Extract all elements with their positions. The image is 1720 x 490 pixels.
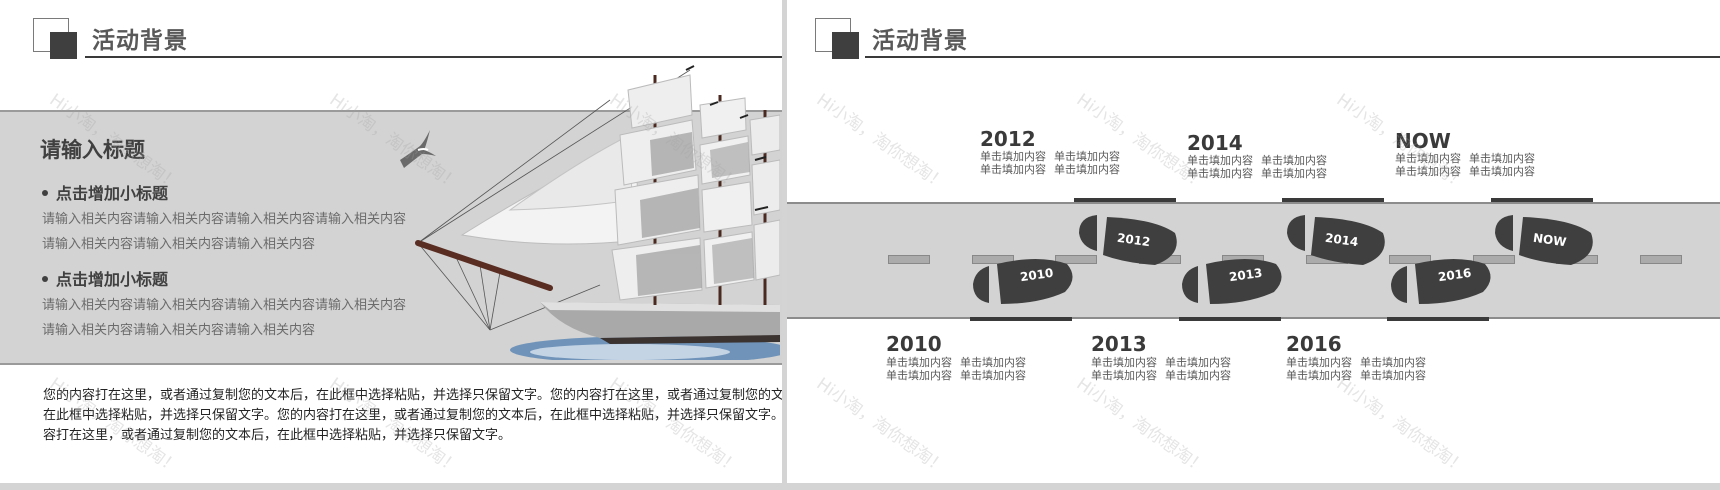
timeline-tick <box>1387 317 1489 321</box>
header-square-fill-icon <box>832 32 859 59</box>
timeline-tick <box>970 317 1072 321</box>
timeline-year: 2014 <box>1187 131 1243 155</box>
body-line: 请输入相关内容请输入相关内容请输入相关内容 <box>42 237 316 252</box>
footprint-icon <box>973 259 1073 304</box>
subtitle-1: 点击增加小标题 <box>42 180 168 204</box>
timeline-desc: 单击填加内容单击填加内容单击填加内容单击填加内容 <box>1286 356 1426 382</box>
body-line: 请输入相关内容请输入相关内容请输入相关内容 <box>42 323 316 338</box>
sailing-ship-image <box>400 65 780 360</box>
timeline-tick <box>1179 317 1281 321</box>
footprint-icon <box>1391 259 1491 304</box>
watermark: Hi小淘，淘你想淘！ <box>812 90 950 195</box>
bullet-icon <box>42 275 48 282</box>
timeline-desc: 单击填加内容单击填加内容单击填加内容单击填加内容 <box>1091 356 1231 382</box>
watermark: Hi小淘，淘你想淘！ <box>812 374 950 479</box>
footprint-icon <box>1079 215 1177 265</box>
timeline-year: NOW <box>1395 129 1451 153</box>
page-title: 活动背景 <box>872 28 968 54</box>
timeline-tick <box>1491 198 1593 202</box>
slide-timeline: 活动背景 2012 单击填加内容单击填加内容单击填加内容单击填加内容 2014 … <box>787 0 1720 483</box>
road-dash <box>1389 255 1431 264</box>
timeline-desc: 单击填加内容单击填加内容单击填加内容单击填加内容 <box>1187 154 1327 180</box>
subtitle-2: 点击增加小标题 <box>42 266 168 290</box>
timeline-desc: 单击填加内容单击填加内容单击填加内容单击填加内容 <box>1395 152 1535 178</box>
timeline-year: 2013 <box>1091 332 1147 356</box>
road-dash <box>1640 255 1682 264</box>
timeline-tick <box>1282 198 1384 202</box>
body-line: 请输入相关内容请输入相关内容请输入相关内容请输入相关内容 <box>42 298 407 313</box>
footprint-icon <box>1182 259 1282 304</box>
footprint-icon <box>1495 215 1593 265</box>
body-line: 请输入相关内容请输入相关内容请输入相关内容请输入相关内容 <box>42 212 407 227</box>
road-dash <box>972 255 1014 264</box>
timeline-year: 2016 <box>1286 332 1342 356</box>
road-dash <box>1473 255 1515 264</box>
slide-activity-background: 活动背景 请输入标题 点击增加小标题 请输入相关内容请输入相关内容请输入相关内容… <box>0 0 782 483</box>
timeline-desc: 单击填加内容单击填加内容单击填加内容单击填加内容 <box>886 356 1026 382</box>
timeline-year: 2012 <box>980 127 1036 151</box>
band-title: 请输入标题 <box>40 138 145 162</box>
bullet-icon <box>42 189 48 196</box>
watermark: Hi小淘，淘你想淘！ <box>1332 374 1470 479</box>
road-dash <box>1055 255 1097 264</box>
watermark: Hi小淘，淘你想淘！ <box>1072 374 1210 479</box>
timeline-year: 2010 <box>886 332 942 356</box>
header-square-fill-icon <box>50 32 77 59</box>
body-paragraph: 您的内容打在这里，或者通过复制您的文本后，在此框中选择粘贴，并选择只保留文字。您… <box>43 388 782 443</box>
road-dash <box>888 255 930 264</box>
header-underline <box>865 56 1720 58</box>
timeline-tick <box>1074 198 1176 202</box>
page-title: 活动背景 <box>92 28 188 54</box>
footprint-icon <box>1287 215 1385 265</box>
header-underline <box>85 56 782 58</box>
timeline-desc: 单击填加内容单击填加内容单击填加内容单击填加内容 <box>980 150 1120 176</box>
